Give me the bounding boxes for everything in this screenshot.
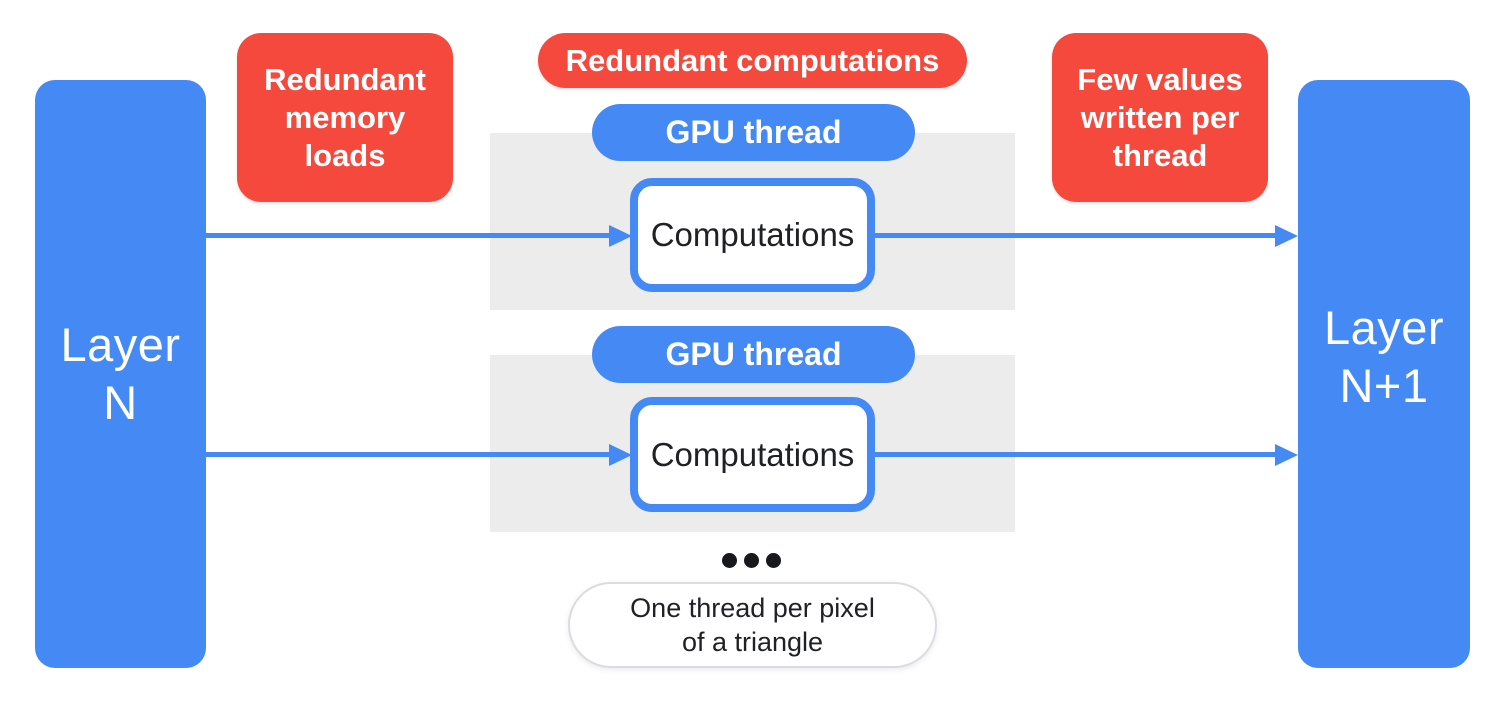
callout-few-line2: written per [1080, 99, 1240, 135]
gpu-thread-pill-1: GPU thread [592, 104, 915, 161]
gpu-thread-pill-2: GPU thread [592, 326, 915, 383]
footnote-one-thread-per-pixel: One thread per pixel of a triangle [568, 582, 937, 668]
callout-few-line3: thread [1112, 137, 1208, 173]
arrow-layer-n-to-comp-1-head-icon [609, 225, 632, 247]
layer-n-label: Layer N [60, 316, 180, 432]
arrow-comp-1-to-layer-n1-head-icon [1275, 225, 1298, 247]
arrow-layer-n-to-comp-2-line [206, 452, 618, 457]
arrow-comp-2-to-layer-n1-head-icon [1275, 444, 1298, 466]
computations-box-2-label: Computations [650, 435, 855, 473]
callout-compute-label: Redundant computations [565, 42, 940, 78]
callout-redundant-computations: Redundant computations [538, 33, 967, 88]
computations-box-2: Computations [630, 397, 875, 512]
arrow-layer-n-to-comp-2-head-icon [609, 444, 632, 466]
callout-redundant-memory-loads: Redundant memory loads [237, 33, 453, 202]
ellipsis-dot-3 [766, 553, 781, 568]
callout-few-values-written: Few values written per thread [1052, 33, 1268, 202]
callout-few-line1: Few values [1077, 61, 1243, 97]
ellipsis-dot-1 [722, 553, 737, 568]
layer-n-plus-1-label-line1: Layer [1323, 301, 1445, 354]
callout-memory-line2: memory [284, 99, 406, 135]
computations-box-1-label: Computations [650, 216, 855, 253]
footnote-line2: of a triangle [681, 627, 824, 657]
footnote-line1: One thread per pixel [630, 593, 875, 623]
arrow-comp-1-to-layer-n1-line [875, 233, 1277, 238]
arrow-comp-2-to-layer-n1-line [875, 452, 1277, 457]
layer-n-plus-1-label: Layer N+1 [1324, 299, 1444, 415]
layer-n-box: Layer N [35, 80, 206, 668]
layer-n-plus-1-label-line2: N+1 [1339, 359, 1429, 412]
layer-n-plus-1-box: Layer N+1 [1298, 80, 1470, 668]
gpu-thread-pill-2-label: GPU thread [665, 336, 842, 372]
computations-box-1: Computations [630, 178, 875, 292]
layer-n-label-line2: N [103, 376, 138, 429]
callout-memory-line3: loads [304, 137, 386, 173]
gpu-thread-pill-1-label: GPU thread [665, 114, 842, 150]
arrow-layer-n-to-comp-1-line [206, 233, 618, 238]
ellipsis-dot-2 [744, 553, 759, 568]
callout-memory-line1: Redundant [264, 61, 426, 97]
layer-n-label-line1: Layer [60, 318, 181, 371]
